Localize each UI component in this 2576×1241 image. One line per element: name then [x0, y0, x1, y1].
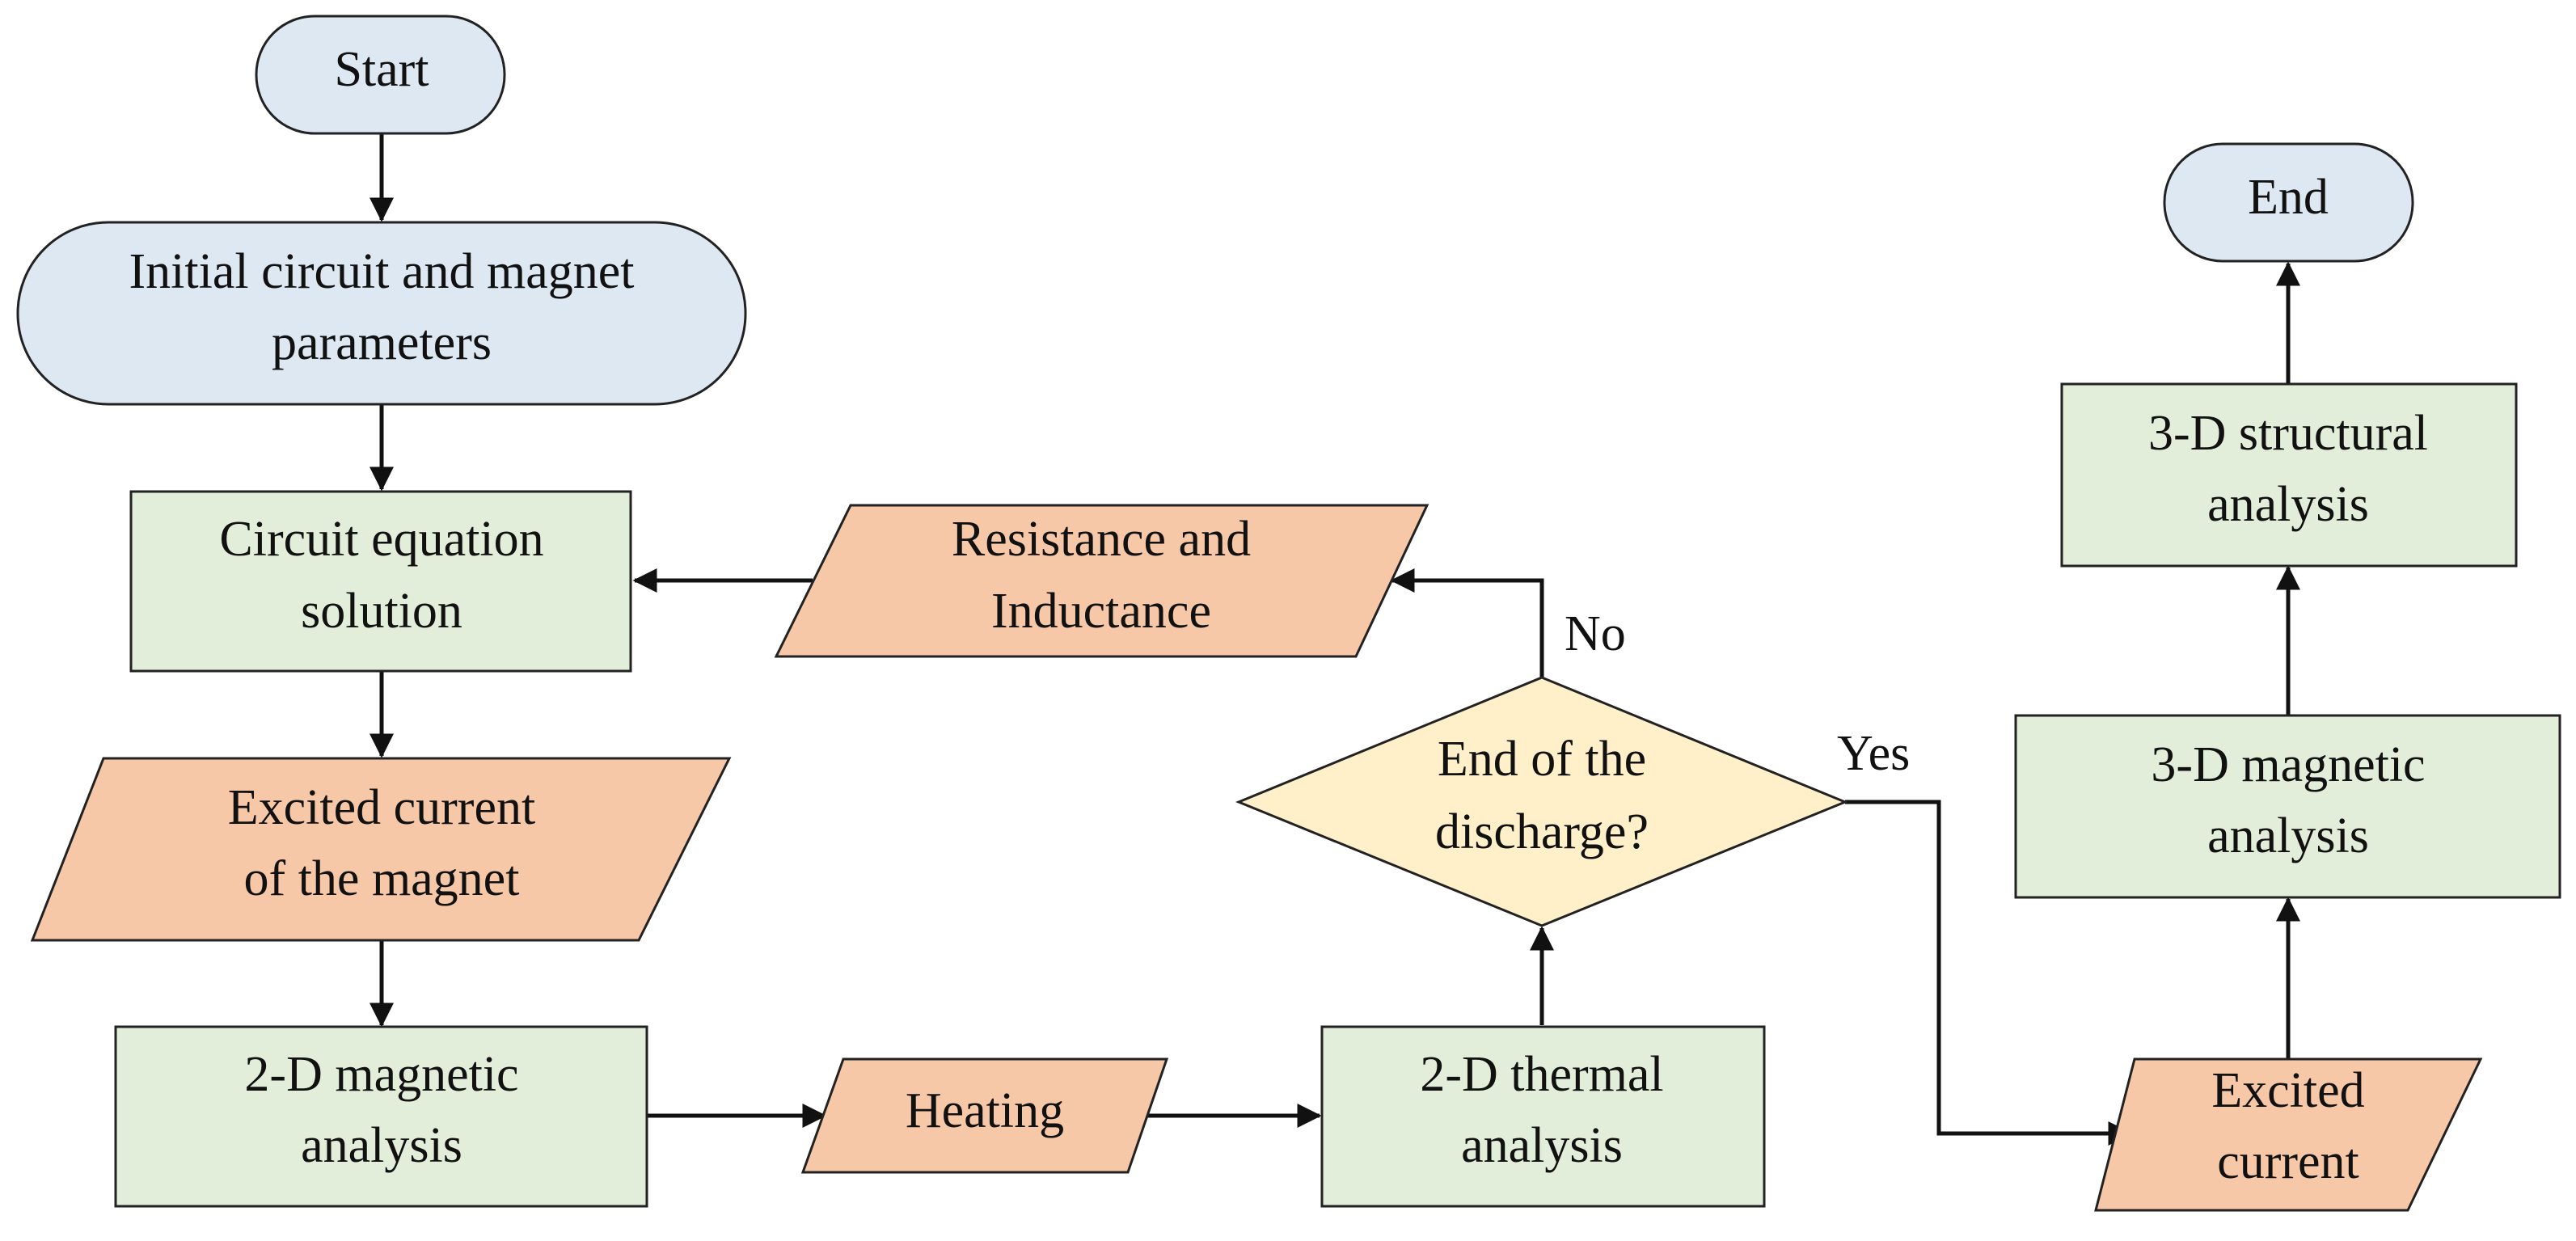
edge-label-yes: Yes [1837, 726, 1910, 781]
node-circuit-solution: Circuit equation solution [129, 490, 632, 673]
node-res-ind: Resistance and Inductance [774, 504, 1429, 658]
node-circuit-solution-line-2: solution [301, 584, 462, 639]
edge-end-discharge-to-res-ind [1390, 568, 1544, 677]
node-init-params-line-2: parameters [272, 315, 492, 370]
node-init-params: Initial circuit and magnet parameters [16, 221, 747, 406]
node-excited-current-magnet: Excited current of the magnet [30, 757, 732, 942]
node-excited-current-line-1: Excited [2211, 1063, 2364, 1118]
node-structural-3d: 3-D structural analysis [2060, 382, 2518, 568]
node-excited-current-magnet-line-2: of the magnet [244, 851, 520, 906]
node-start-label: Start [334, 42, 429, 97]
node-init-params-line-1: Initial circuit and magnet [129, 244, 635, 299]
node-magnetic-3d-line-2: analysis [2207, 808, 2369, 863]
node-thermal-2d-line-2: analysis [1461, 1118, 1623, 1173]
node-excited-current-magnet-line-1: Excited current [228, 780, 535, 835]
node-thermal-2d: 2-D thermal analysis [1320, 1025, 1766, 1208]
node-structural-3d-line-2: analysis [2207, 477, 2369, 532]
edges: No Yes [370, 133, 2300, 1146]
node-res-ind-line-2: Inductance [991, 584, 1211, 639]
node-magnetic-3d: 3-D magnetic analysis [2014, 714, 2561, 899]
node-end-label: End [2248, 170, 2329, 225]
node-heating: Heating [800, 1057, 1169, 1174]
edge-end-discharge-to-excited-current [1845, 800, 2133, 1146]
node-excited-current: Excited current [2094, 1057, 2483, 1212]
node-magnetic-2d: 2-D magnetic analysis [114, 1025, 648, 1208]
edge-label-no: No [1565, 606, 1626, 661]
node-thermal-2d-line-1: 2-D thermal [1420, 1047, 1663, 1102]
node-end: End [2163, 142, 2414, 263]
node-heating-label: Heating [906, 1083, 1064, 1138]
node-end-discharge: End of the discharge? [1235, 676, 1848, 927]
node-magnetic-3d-line-1: 3-D magnetic [2151, 737, 2425, 792]
node-magnetic-2d-line-2: analysis [301, 1118, 462, 1173]
node-end-discharge-line-1: End of the [1438, 732, 1646, 787]
node-excited-current-line-2: current [2217, 1134, 2359, 1189]
node-start: Start [255, 15, 506, 135]
node-end-discharge-line-2: discharge? [1435, 804, 1649, 859]
node-magnetic-2d-line-1: 2-D magnetic [244, 1047, 518, 1102]
node-circuit-solution-line-1: Circuit equation [219, 512, 543, 567]
node-res-ind-line-1: Resistance and [952, 512, 1251, 567]
node-structural-3d-line-1: 3-D structural [2148, 406, 2428, 461]
